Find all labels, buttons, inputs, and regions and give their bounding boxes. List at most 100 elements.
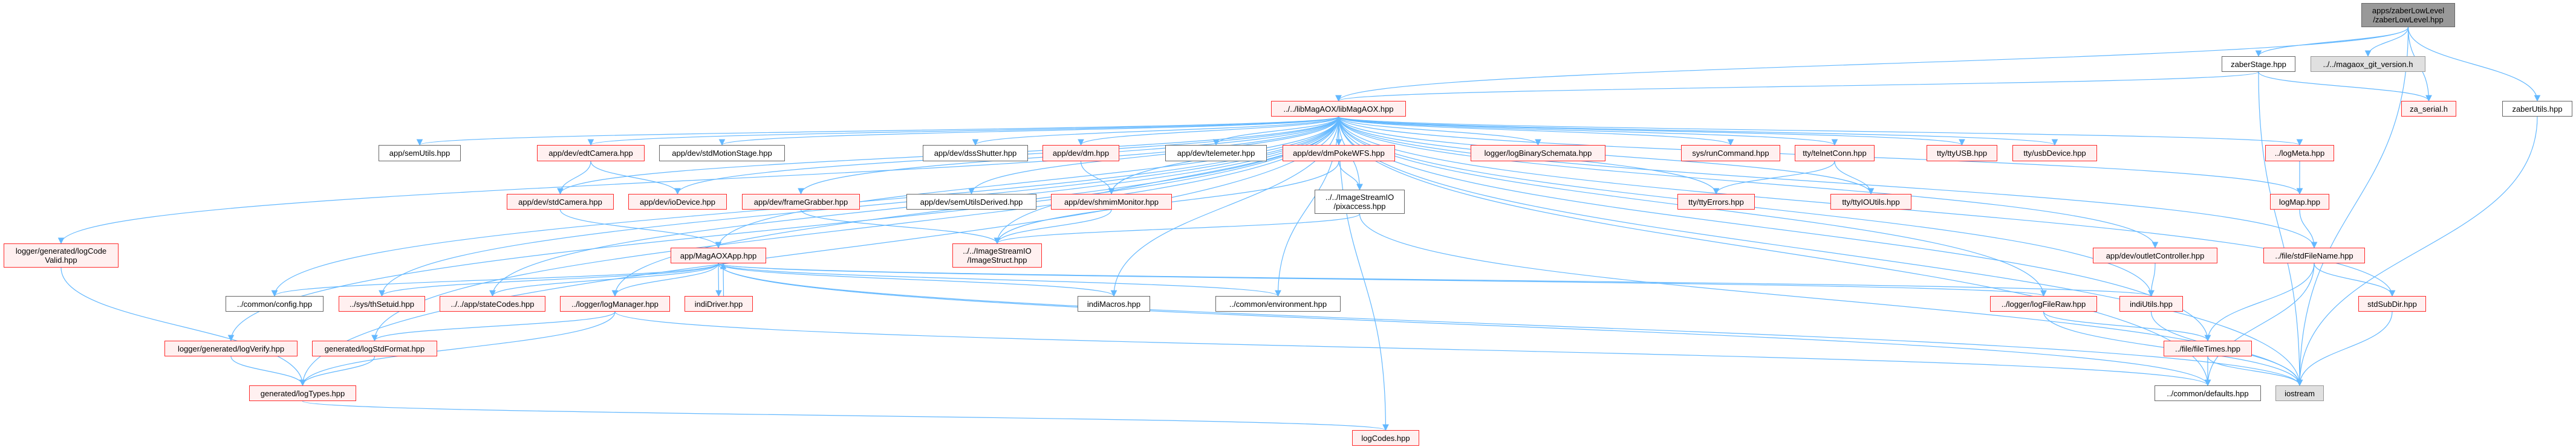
node-std-file-name[interactable]: ../file/stdFileName.hpp [2263, 248, 2365, 263]
node-tty-errors[interactable]: tty/ttyErrors.hpp [1677, 194, 1755, 210]
node-iostream[interactable]: iostream [2275, 385, 2324, 401]
node-log-std-format[interactable]: generated/logStdFormat.hpp [312, 341, 437, 356]
node-edt-camera[interactable]: app/dev/edtCamera.hpp [537, 145, 645, 161]
node-log-codes[interactable]: logCodes.hpp [1352, 430, 1419, 446]
edge-MagAOXApp-to-logManager [611, 263, 719, 297]
edge-zaberStage-to-iostream [2258, 71, 2303, 387]
edge-MagAOXApp-to-iostream [718, 263, 2303, 387]
edge-frameGrabber-to-ImageStruct [800, 209, 1001, 245]
edge-zaberLowLevel-to-libMagAOX [1335, 27, 2409, 102]
edge-logStdFormat-to-logTypes [299, 356, 376, 387]
edge-indiDriver-to-MagAOXApp [720, 262, 727, 297]
node-telnet-conn[interactable]: tty/telnetConn.hpp [1795, 145, 1875, 161]
edge-zaberStage-to-zaSerial [2258, 71, 2432, 102]
edge-logManager-to-logStdFormat [371, 311, 616, 342]
edge-libMagAOX-to-stdMotionStage [719, 116, 1339, 146]
node-lib-mag-a-o-x[interactable]: ../../libMagAOX/libMagAOX.hpp [1271, 101, 1406, 117]
node-config[interactable]: ../common/config.hpp [226, 296, 324, 312]
edge-libMagAOX-to-semUtils [417, 116, 1339, 146]
edge-MagAOXApp-to-stateCodes [489, 263, 719, 297]
node-pixaccess[interactable]: ../../ImageStreamIO /pixaccess.hpp [1315, 190, 1405, 214]
node-frame-grabber[interactable]: app/dev/frameGrabber.hpp [742, 194, 860, 210]
edge-libMagAOX-to-dm [1078, 116, 1339, 146]
node-sem-utils-derived[interactable]: app/dev/semUtilsDerived.hpp [906, 194, 1036, 210]
edge-MagAOXApp-to-config [271, 263, 719, 297]
node-log-verify[interactable]: logger/generated/logVerify.hpp [164, 341, 298, 356]
edge-logFileRaw-to-fileTimes [2043, 311, 2211, 342]
edge-libMagAOX-to-logTypes [299, 116, 1339, 387]
edge-MagAOXApp-to-indiMacros [718, 263, 1117, 297]
edge-shmimMonitor-to-ImageStruct [994, 209, 1112, 245]
edge-logManager-to-defaults [614, 311, 2211, 387]
edge-zaberLowLevel-to-iostream [2296, 27, 2409, 387]
edge-libMagAOX-to-dssShutter [972, 116, 1339, 146]
edge-libMagAOX-to-telnetConn [1338, 116, 1838, 146]
edge-logVerify-to-logTypes [230, 356, 306, 387]
node-outlet-controller[interactable]: app/dev/outletController.hpp [2093, 248, 2217, 263]
node-zaber-stage[interactable]: zaberStage.hpp [2222, 56, 2295, 72]
edge-libMagAOX-to-usbDevice [1338, 116, 2058, 146]
node-log-types[interactable]: generated/logTypes.hpp [249, 385, 356, 401]
node-zaber-utils[interactable]: zaberUtils.hpp [2502, 101, 2572, 117]
node-indi-utils[interactable]: indiUtils.hpp [2119, 296, 2183, 312]
node--image-struct[interactable]: ../../ImageStreamIO /ImageStruct.hpp [952, 243, 1042, 268]
node-usb-device[interactable]: tty/usbDevice.hpp [2012, 145, 2097, 161]
edge-libMagAOX-to-semUtilsDerived [968, 116, 1339, 195]
node-state-codes[interactable]: ../../app/stateCodes.hpp [440, 296, 545, 312]
edge-MagAOXApp-to-defaults [718, 263, 2211, 387]
node-dss-shutter[interactable]: app/dev/dssShutter.hpp [923, 145, 1028, 161]
node-log-binary-schemata[interactable]: logger/logBinarySchemata.hpp [1471, 145, 1605, 161]
node-defaults[interactable]: ../common/defaults.hpp [2155, 385, 2261, 401]
node-environment[interactable]: ../common/environment.hpp [1215, 296, 1341, 312]
edge-stdFileName-to-defaults [2204, 263, 2315, 387]
node-std-sub-dir[interactable]: stdSubDir.hpp [2358, 296, 2426, 312]
node-io-device[interactable]: app/dev/ioDevice.hpp [628, 194, 727, 210]
node-log-manager[interactable]: ../logger/logManager.hpp [560, 296, 670, 312]
edge-logTypes-to-logCodes [302, 400, 1389, 431]
node-shmim-monitor[interactable]: app/dev/shmimMonitor.hpp [1051, 194, 1172, 210]
edge-MagAOXApp-to-thSetuid [379, 263, 719, 297]
edge-edtCamera-to-ioDevice [590, 161, 681, 195]
node-telemeter[interactable]: app/dev/telemeter.hpp [1165, 145, 1267, 161]
edge-MagAOXApp-to-environment [718, 263, 1281, 297]
node-tty-u-s-b[interactable]: tty/ttyUSB.hpp [1927, 145, 1997, 161]
edge-libMagAOX-to-ttyUSB [1338, 116, 1965, 146]
node-za-serial[interactable]: za_serial.h [2401, 101, 2456, 117]
node-log-meta[interactable]: ../logMeta.hpp [2265, 145, 2334, 161]
edge-stdFileName-to-stdSubDir [2314, 263, 2396, 297]
edge-zaberStage-to-libMagAOX [1335, 71, 2259, 102]
node-indi-driver[interactable]: indiDriver.hpp [685, 296, 753, 312]
edge-libMagAOX-to-logCodeValid [57, 116, 1339, 245]
edge-zaberUtils-to-iostream [2296, 116, 2538, 387]
node--mag-a-o-x-app[interactable]: app/MagAOXApp.hpp [671, 248, 766, 263]
edge-telnetConn-to-ttyIOUtils [1834, 161, 1875, 195]
node-indi-macros[interactable]: indiMacros.hpp [1078, 296, 1150, 312]
node-dm[interactable]: app/dev/dm.hpp [1042, 145, 1119, 161]
node-git-version[interactable]: ../../magaox_git_version.h [2311, 56, 2425, 72]
node-std-motion-stage[interactable]: app/dev/stdMotionStage.hpp [659, 145, 785, 161]
node-run-command[interactable]: sys/runCommand.hpp [1681, 145, 1780, 161]
node-th-setuid[interactable]: ../sys/thSetuid.hpp [339, 296, 425, 312]
edge-libMagAOX-to-iostream [1338, 116, 2303, 387]
node-log-code-valid[interactable]: logger/generated/logCode Valid.hpp [4, 243, 119, 268]
edge-logCodeValid-to-logTypes [60, 267, 306, 387]
node-dm-poke-w-f-s[interactable]: app/dev/dmPokeWFS.hpp [1283, 145, 1395, 161]
edge-libMagAOX-to-runCommand [1338, 116, 1734, 146]
edge-fileTimes-to-iostream [2207, 356, 2303, 387]
node-zaber-low-level[interactable]: apps/zaberLowLevel /zaberLowLevel.hpp [2361, 3, 2455, 27]
edge-libMagAOX-to-MagAOXApp [715, 116, 1339, 249]
edge-outletController-to-indiUtils [2148, 263, 2156, 297]
node-std-camera[interactable]: app/dev/stdCamera.hpp [507, 194, 614, 210]
edge-libMagAOX-to-logCodes [1338, 116, 1389, 431]
edge-MagAOXApp-to-indiUtils [718, 263, 2155, 297]
edge-pixaccess-to-ImageStruct [994, 213, 1361, 245]
edge-zaberLowLevel-to-gitVersion [2364, 27, 2409, 57]
node-log-file-raw[interactable]: ../logger/logFileRaw.hpp [1990, 296, 2097, 312]
node-file-times[interactable]: ../file/fileTimes.hpp [2164, 341, 2252, 356]
node-tty-i-o-utils[interactable]: tty/ttyIOUtils.hpp [1830, 194, 1911, 210]
edge-logManager-to-logTypes [299, 311, 616, 387]
node-log-map[interactable]: logMap.hpp [2270, 194, 2329, 210]
node-sem-utils[interactable]: app/semUtils.hpp [379, 145, 461, 161]
edge-libMagAOX-to-logBinarySchemata [1338, 116, 1541, 146]
